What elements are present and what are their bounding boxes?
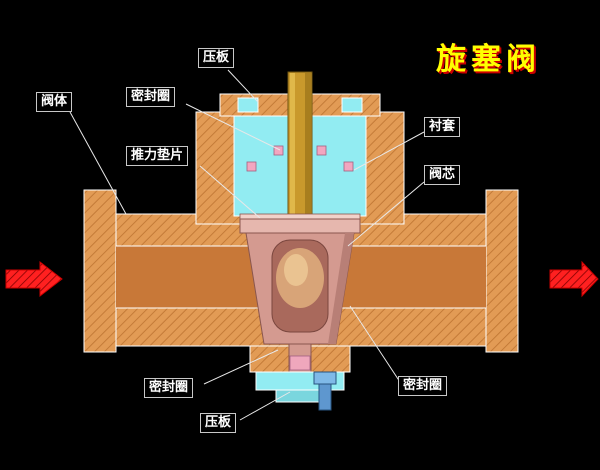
valve-stem-shape [287, 71, 313, 231]
seal-ring-upper-shape [246, 161, 257, 172]
leader-pressure-plate-bottom [239, 391, 291, 421]
label-pressure-plate-top: 压板 [198, 48, 235, 69]
diagram-title: 旋塞阀 [436, 42, 541, 77]
label-seal-ring-bottom-right: 密封圈 [398, 376, 448, 397]
label-valve-body: 阀体 [36, 92, 73, 113]
bolt-shaft-shape [318, 383, 332, 411]
left-flange-shape [83, 189, 117, 353]
right-flange-shape [485, 189, 519, 353]
label-thrust-washer: 推力垫片 [126, 146, 189, 167]
label-seal-ring-bottom-left: 密封圈 [144, 378, 194, 399]
flow-arrow-right-icon [549, 260, 599, 298]
seal-ring-bottom-shape [289, 355, 311, 371]
leader-pressure-plate-top [227, 69, 259, 103]
label-valve-core: 阀芯 [424, 165, 461, 186]
plug-top-flange-shape [239, 218, 361, 234]
leader-bushing [353, 131, 425, 171]
plug-port-highlight-shape [284, 254, 308, 286]
seal-ring-upper-shape [273, 145, 284, 156]
leader-lines [69, 69, 425, 421]
leader-seal-ring-top [185, 103, 281, 151]
label-bushing: 衬套 [424, 117, 461, 138]
flow-arrow-left-icon [5, 260, 63, 298]
plug-shade-shape [328, 233, 354, 344]
label-pressure-plate-bottom: 压板 [200, 413, 237, 434]
label-seal-ring-top: 密封圈 [126, 87, 176, 108]
gland-left-shape [237, 97, 259, 113]
valve-core-shape [239, 213, 361, 345]
leader-seal-ring-bottom-right [349, 305, 401, 383]
leader-valve-body [69, 111, 127, 215]
leader-seal-ring-bottom-left [203, 349, 279, 385]
seal-ring-upper-shape [343, 161, 354, 172]
leader-thrust-washer [199, 165, 261, 219]
bolt-head-shape [313, 371, 337, 385]
bottom-assembly-shape [255, 343, 345, 411]
gland-right-shape [341, 97, 363, 113]
leader-valve-core [347, 181, 425, 247]
seal-ring-upper-shape [316, 145, 327, 156]
